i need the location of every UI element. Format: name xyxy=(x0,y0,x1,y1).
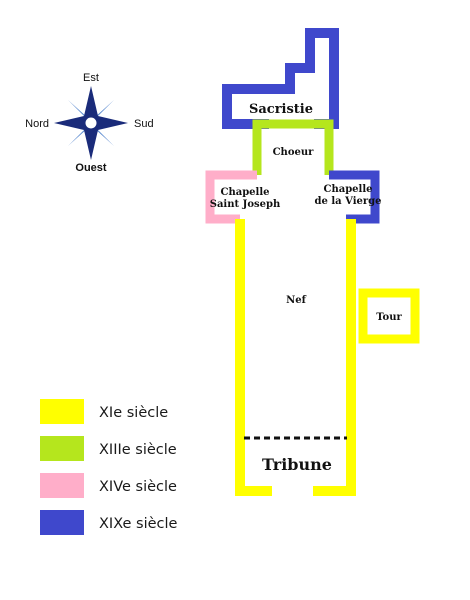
legend-swatch xyxy=(40,399,84,424)
chapelle-saint-joseph-label-line1: Chapelle xyxy=(220,187,269,198)
legend-item: XIXe siècle xyxy=(40,510,178,535)
nef-label: Nef xyxy=(286,295,307,306)
legend-label: XIIIe siècle xyxy=(99,442,177,458)
legend-label: XIXe siècle xyxy=(99,516,178,532)
tour-walls xyxy=(358,288,420,344)
legend-item: XIVe siècle xyxy=(40,473,177,498)
compass-west-label: Ouest xyxy=(75,162,107,174)
choeur-label: Choeur xyxy=(273,147,315,158)
legend-swatch xyxy=(40,473,84,498)
compass-north-label: Nord xyxy=(25,118,49,130)
compass-center-ring xyxy=(82,114,100,132)
chapelle-de-la-vierge-walls xyxy=(329,170,380,224)
legend-item: XIe siècle xyxy=(40,399,168,424)
room-labels: Sacristie Choeur Chapelle Saint Joseph C… xyxy=(210,102,403,474)
nef-left-wall xyxy=(235,219,272,496)
chapelle-saint-joseph-walls xyxy=(205,170,257,224)
chapelle-de-la-vierge-label-line1: Chapelle xyxy=(323,184,372,195)
legend: XIe siècle XIIIe siècle XIVe siècle XIXe… xyxy=(40,399,178,535)
legend-swatch xyxy=(40,510,84,535)
compass-south-label: Sud xyxy=(134,118,154,130)
chapelle-saint-joseph-label-line2: Saint Joseph xyxy=(210,199,281,210)
legend-label: XIVe siècle xyxy=(99,479,177,495)
legend-swatch xyxy=(40,436,84,461)
tour-label: Tour xyxy=(376,312,402,323)
legend-label: XIe siècle xyxy=(99,405,168,421)
chapelle-de-la-vierge-label-line2: de la Vierge xyxy=(315,196,382,207)
tribune-label: Tribune xyxy=(262,455,332,474)
compass-east-label: Est xyxy=(83,72,99,84)
sacristie-label: Sacristie xyxy=(249,102,313,117)
nef-right-wall xyxy=(313,219,356,496)
choeur-walls xyxy=(252,119,334,175)
sacristie-walls xyxy=(222,28,339,129)
compass-rose: Est Nord Sud Ouest xyxy=(25,72,153,174)
legend-item: XIIIe siècle xyxy=(40,436,177,461)
plan-walls xyxy=(205,28,420,496)
